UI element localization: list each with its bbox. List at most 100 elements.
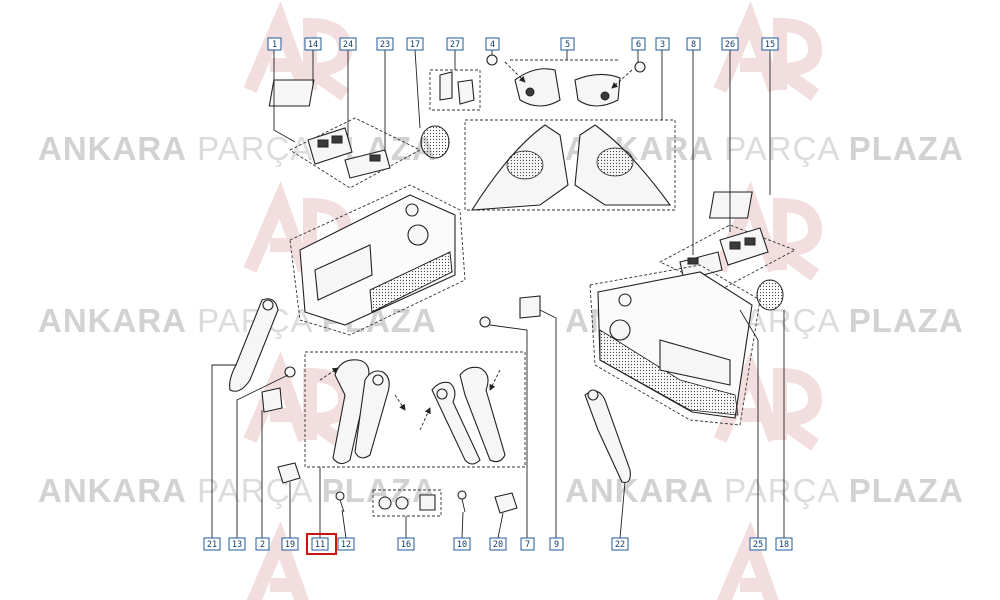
callout-13[interactable]: 13 <box>228 537 246 551</box>
plug-set-16[interactable] <box>378 494 436 511</box>
center-handle-group <box>261 295 541 468</box>
callout-19[interactable]: 19 <box>281 537 299 551</box>
right-armrest-22[interactable] <box>584 389 631 484</box>
callout-24[interactable]: 24 <box>339 37 357 51</box>
callout-5[interactable]: 5 <box>560 37 575 51</box>
mirror-trim-5[interactable] <box>514 68 621 107</box>
callout-7[interactable]: 7 <box>520 537 535 551</box>
svg-text:27: 27 <box>450 40 460 50</box>
callout-4[interactable]: 4 <box>485 37 500 51</box>
window-switch-24[interactable] <box>307 127 353 165</box>
svg-text:5: 5 <box>565 40 570 50</box>
watermark-word: ANKARA <box>38 472 187 509</box>
callout-9[interactable]: 9 <box>549 537 564 551</box>
callout-26[interactable]: 26 <box>721 37 739 51</box>
highlight-frame <box>306 533 337 555</box>
label-sticker-14[interactable] <box>268 79 315 107</box>
leader-lines <box>211 49 785 539</box>
callout-18[interactable]: 18 <box>775 537 793 551</box>
watermark-word: PLAZA <box>849 472 964 509</box>
callout-1[interactable]: 1 <box>267 37 282 51</box>
callout-25[interactable]: 25 <box>749 537 767 551</box>
svg-text:19: 19 <box>285 540 295 550</box>
callout-3[interactable]: 3 <box>655 37 670 51</box>
watermark-word: PLAZA <box>849 302 964 339</box>
watermark-logo-icon <box>246 520 309 600</box>
svg-text:23: 23 <box>380 40 390 50</box>
callout-11-highlighted[interactable]: 11 <box>306 533 337 555</box>
svg-text:14: 14 <box>308 40 318 50</box>
callout-16[interactable]: 16 <box>397 537 415 551</box>
screw-7[interactable] <box>479 316 491 328</box>
watermark-word: PLAZA <box>849 130 964 167</box>
svg-text:ANKARA PARÇA PLAZA: ANKARA PARÇA PLAZA <box>565 130 964 167</box>
callout-22[interactable]: 22 <box>611 537 629 551</box>
watermark-word: ANKARA <box>38 130 187 167</box>
right-door-panel[interactable] <box>589 264 761 426</box>
cap-19[interactable] <box>277 462 301 484</box>
callout-10[interactable]: 10 <box>453 537 471 551</box>
svg-text:13: 13 <box>232 540 242 550</box>
callout-12[interactable]: 12 <box>337 537 355 551</box>
svg-text:12: 12 <box>341 540 351 550</box>
watermark-word: ANKARA <box>38 302 187 339</box>
svg-text:6: 6 <box>636 40 641 50</box>
clip-9[interactable] <box>519 295 541 319</box>
left-armrest-21[interactable] <box>229 298 279 392</box>
svg-text:1: 1 <box>272 40 277 50</box>
door-handle-right-11[interactable] <box>431 366 506 465</box>
clip-6[interactable] <box>634 61 646 73</box>
callout-2[interactable]: 2 <box>255 537 270 551</box>
callout-27[interactable]: 27 <box>446 37 464 51</box>
svg-text:9: 9 <box>554 540 559 550</box>
svg-text:16: 16 <box>401 540 411 550</box>
bracket-27[interactable] <box>439 71 475 105</box>
screw-13[interactable] <box>284 366 296 378</box>
svg-text:17: 17 <box>410 40 420 50</box>
callout-21[interactable]: 21 <box>203 537 221 551</box>
svg-text:ANKARA PARÇA PLAZA: ANKARA PARÇA PLAZA <box>565 472 964 509</box>
svg-text:24: 24 <box>343 40 353 50</box>
svg-text:4: 4 <box>490 40 495 50</box>
screw-12[interactable] <box>335 491 345 513</box>
callout-8[interactable]: 8 <box>686 37 701 51</box>
callout-labels: 1 14 24 23 17 27 4 5 6 3 8 26 15 21 13 2… <box>203 37 793 555</box>
clip-4[interactable] <box>486 54 498 66</box>
watermark-logo-icon <box>713 0 823 101</box>
watermark-word: PARÇA <box>724 472 839 509</box>
top-left-switch-group <box>268 79 450 189</box>
svg-text:26: 26 <box>725 40 735 50</box>
callout-17[interactable]: 17 <box>406 37 424 51</box>
cap-20[interactable] <box>494 492 518 514</box>
svg-text:18: 18 <box>779 540 789 550</box>
left-door-panel[interactable] <box>289 184 466 336</box>
svg-text:11: 11 <box>315 540 325 550</box>
clip-2[interactable] <box>261 387 283 413</box>
watermark-word: ANKARA <box>565 472 714 509</box>
callout-15[interactable]: 15 <box>761 37 779 51</box>
callout-23[interactable]: 23 <box>376 37 394 51</box>
watermark-word: PARÇA <box>724 130 839 167</box>
svg-text:10: 10 <box>457 540 467 550</box>
switch-bezel-8[interactable] <box>679 251 723 281</box>
callout-6[interactable]: 6 <box>631 37 646 51</box>
speaker-grille-18[interactable] <box>756 279 784 311</box>
svg-text:20: 20 <box>493 540 503 550</box>
callout-20[interactable]: 20 <box>489 537 507 551</box>
door-handle-left-11[interactable] <box>332 359 390 465</box>
window-switch-26[interactable] <box>719 227 769 266</box>
svg-text:21: 21 <box>207 540 217 550</box>
svg-text:25: 25 <box>753 540 763 550</box>
svg-text:8: 8 <box>691 40 696 50</box>
svg-text:2: 2 <box>260 540 265 550</box>
door-trim-panel-3[interactable] <box>470 124 672 211</box>
top-center-trim-group <box>429 54 676 211</box>
callout-14[interactable]: 14 <box>304 37 322 51</box>
svg-text:15: 15 <box>765 40 775 50</box>
screw-10[interactable] <box>457 490 467 513</box>
speaker-grille-17[interactable] <box>420 125 450 159</box>
switch-bezel-23[interactable] <box>344 149 391 179</box>
label-sticker-15[interactable] <box>708 191 753 219</box>
